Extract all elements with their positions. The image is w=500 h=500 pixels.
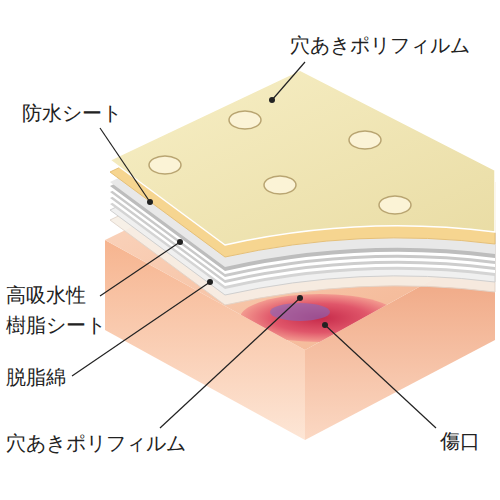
part-label: 高吸水性 樹脂シート — [6, 280, 106, 340]
part-label: 傷口 — [440, 426, 480, 456]
part-label: 穴あきポリフィルム — [290, 30, 470, 60]
part-label: 穴あきポリフィルム — [6, 428, 186, 458]
part-label: 脱脂綿 — [6, 362, 66, 392]
part-label: 防水シート — [22, 98, 122, 128]
